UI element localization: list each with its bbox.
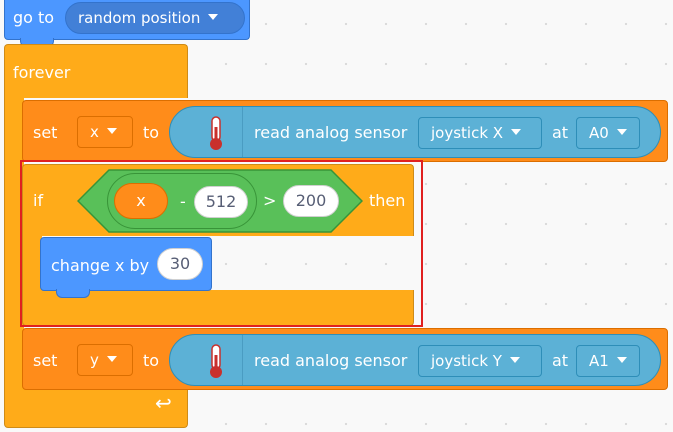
- read-analog-sensor-label: read analog sensor: [254, 123, 408, 142]
- set-y-label: set: [33, 351, 58, 370]
- at-label: at: [552, 123, 569, 142]
- pin-a0-dropdown[interactable]: A0: [576, 117, 640, 149]
- go-to-block[interactable]: go to random position: [4, 0, 250, 40]
- change-x-value-input[interactable]: 30: [157, 248, 203, 280]
- joystick-y-value: joystick Y: [431, 352, 502, 370]
- set-x-variable-value: x: [90, 123, 99, 141]
- then-label: then: [369, 191, 406, 210]
- change-x-value: 30: [169, 254, 191, 273]
- dropdown-arrow-icon: [106, 355, 117, 362]
- go-to-label: go to: [13, 8, 55, 27]
- loop-arrow-icon: ↩: [155, 391, 172, 415]
- dropdown-arrow-icon: [511, 128, 522, 135]
- go-to-target-dropdown[interactable]: random position: [65, 2, 245, 34]
- read-analog-sensor-x-reporter[interactable]: read analog sensor joystick X at A0: [169, 106, 661, 158]
- set-x-label: set: [33, 123, 58, 142]
- pin-a0-value: A0: [589, 124, 609, 142]
- reporter-separator: [242, 107, 243, 157]
- pin-a1-value: A1: [589, 352, 609, 370]
- read-analog-sensor-y-reporter[interactable]: read analog sensor joystick Y at A1: [169, 334, 661, 386]
- forever-label: forever: [13, 63, 71, 82]
- joystick-x-value: joystick X: [431, 124, 504, 142]
- reporter-separator: [242, 335, 243, 385]
- if-arm: [22, 234, 42, 296]
- forever-block[interactable]: forever: [4, 44, 188, 98]
- set-x-to-label: to: [143, 123, 160, 142]
- set-y-block[interactable]: set y to read analog sensor joystick Y a…: [22, 328, 668, 390]
- at-label: at: [552, 351, 569, 370]
- joystick-x-dropdown[interactable]: joystick X: [418, 117, 542, 149]
- variable-x-reporter[interactable]: x: [114, 183, 168, 219]
- if-block[interactable]: if x - 512 > 200 then: [22, 164, 414, 236]
- dropdown-arrow-icon: [616, 356, 627, 363]
- read-analog-sensor-label: read analog sensor: [254, 351, 408, 370]
- set-x-variable-dropdown[interactable]: x: [77, 116, 133, 148]
- set-y-to-label: to: [143, 351, 160, 370]
- block-notch: [56, 289, 90, 298]
- joystick-y-dropdown[interactable]: joystick Y: [418, 345, 542, 377]
- go-to-target-value: random position: [78, 9, 201, 27]
- thermometer-icon: [194, 339, 238, 383]
- forever-arm: [4, 96, 24, 396]
- pin-a1-dropdown[interactable]: A1: [576, 345, 640, 377]
- minus-value: 512: [205, 192, 237, 211]
- greater-than-value-input[interactable]: 200: [283, 185, 339, 217]
- forever-bottom: ↩: [4, 386, 188, 428]
- change-x-block[interactable]: change x by 30: [40, 237, 212, 291]
- greater-than-value: 200: [295, 191, 327, 210]
- if-label: if: [33, 191, 44, 210]
- change-x-label: change x by: [51, 256, 150, 275]
- minus-value-input[interactable]: 512: [194, 186, 248, 218]
- dropdown-arrow-icon: [616, 128, 627, 135]
- thermometer-icon: [194, 111, 238, 155]
- dropdown-arrow-icon: [208, 13, 219, 20]
- minus-symbol: -: [180, 192, 186, 211]
- variable-x-label: x: [136, 191, 146, 210]
- minus-operator[interactable]: x - 512: [107, 173, 257, 229]
- highlight-box: [20, 160, 423, 327]
- set-x-block[interactable]: set x to read analog sensor joystick X a…: [22, 100, 668, 162]
- dropdown-arrow-icon: [509, 356, 520, 363]
- dropdown-arrow-icon: [106, 127, 117, 134]
- set-y-variable-value: y: [90, 351, 99, 369]
- greater-than-operator[interactable]: x - 512 > 200: [77, 169, 363, 233]
- set-y-variable-dropdown[interactable]: y: [77, 344, 133, 376]
- greater-than-symbol: >: [263, 191, 277, 210]
